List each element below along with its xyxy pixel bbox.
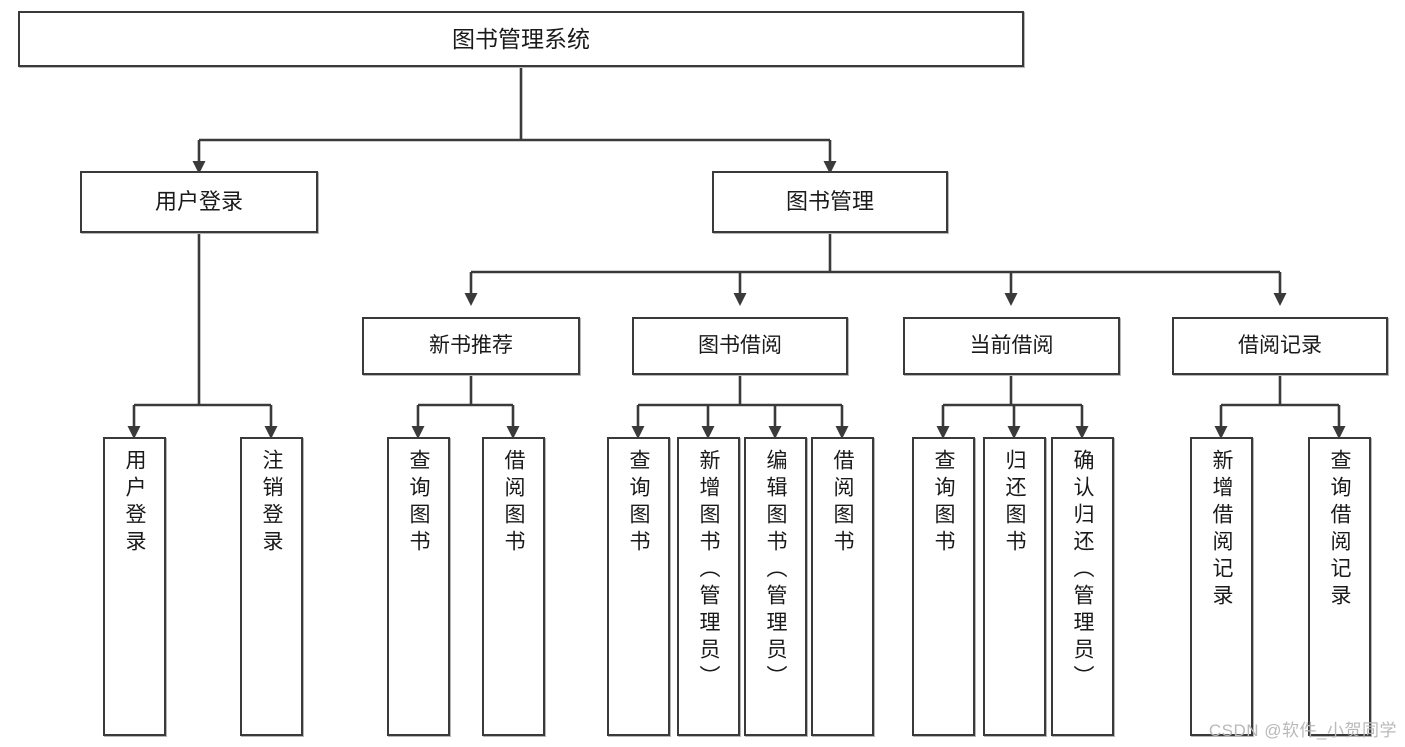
node-leaf-user-login-label: 用户登录 [123,449,146,557]
node-borrow-record-label: 借阅记录 [1238,333,1322,357]
node-user-login[interactable]: 用户登录 [80,171,318,233]
node-leaf-query-record-label: 查询借阅记录 [1328,449,1351,611]
node-new-book-recommend-label: 新书推荐 [429,333,513,357]
node-leaf-confirm-return[interactable]: 确认归还（管理员） [1051,437,1114,736]
node-leaf-query-book-2[interactable]: 查询图书 [607,437,670,736]
node-current-borrow[interactable]: 当前借阅 [903,317,1120,375]
edges-group [127,67,1346,439]
node-root[interactable]: 图书管理系统 [18,11,1024,67]
node-book-borrow[interactable]: 图书借阅 [632,317,848,375]
node-borrow-record[interactable]: 借阅记录 [1172,317,1388,375]
node-root-label: 图书管理系统 [452,25,590,52]
node-leaf-add-book-label: 新增图书（管理员） [697,449,720,692]
node-leaf-query-book-2-label: 查询图书 [627,449,650,557]
csdn-watermark: CSDN @软件_小贺同学 [1208,721,1397,740]
arrowhead-icon [733,293,747,306]
node-user-login-label: 用户登录 [154,189,243,215]
node-leaf-return-book[interactable]: 归还图书 [983,437,1046,736]
arrowhead-icon [1273,293,1287,306]
node-leaf-borrow-book-2[interactable]: 借阅图书 [811,437,874,736]
node-leaf-user-login[interactable]: 用户登录 [103,437,166,736]
node-leaf-query-book-3[interactable]: 查询图书 [912,437,975,736]
arrowhead-icon [464,293,478,306]
node-leaf-edit-book-label: 编辑图书（管理员） [764,449,787,692]
node-leaf-logout-label: 注销登录 [260,449,283,557]
node-book-manage-label: 图书管理 [785,189,874,215]
node-book-manage[interactable]: 图书管理 [712,171,948,233]
node-leaf-borrow-book-2-label: 借阅图书 [831,449,854,557]
node-leaf-logout[interactable]: 注销登录 [240,437,303,736]
node-leaf-add-record-label: 新增借阅记录 [1210,449,1233,611]
node-new-book-recommend[interactable]: 新书推荐 [362,317,580,375]
node-leaf-add-record[interactable]: 新增借阅记录 [1190,437,1253,736]
node-current-borrow-label: 当前借阅 [969,333,1054,357]
node-leaf-return-book-label: 归还图书 [1003,449,1026,557]
node-leaf-query-book-1[interactable]: 查询图书 [387,437,450,736]
node-leaf-query-record[interactable]: 查询借阅记录 [1308,437,1371,736]
node-leaf-edit-book[interactable]: 编辑图书（管理员） [744,437,807,736]
node-leaf-query-book-1-label: 查询图书 [407,449,430,557]
node-leaf-borrow-book-1[interactable]: 借阅图书 [482,437,545,736]
node-leaf-query-book-3-label: 查询图书 [932,449,955,557]
node-leaf-confirm-return-label: 确认归还（管理员） [1071,449,1094,692]
node-leaf-add-book[interactable]: 新增图书（管理员） [677,437,740,736]
node-leaf-borrow-book-1-label: 借阅图书 [502,449,525,557]
node-book-borrow-label: 图书借阅 [698,333,782,357]
arrowhead-icon [1004,293,1018,306]
